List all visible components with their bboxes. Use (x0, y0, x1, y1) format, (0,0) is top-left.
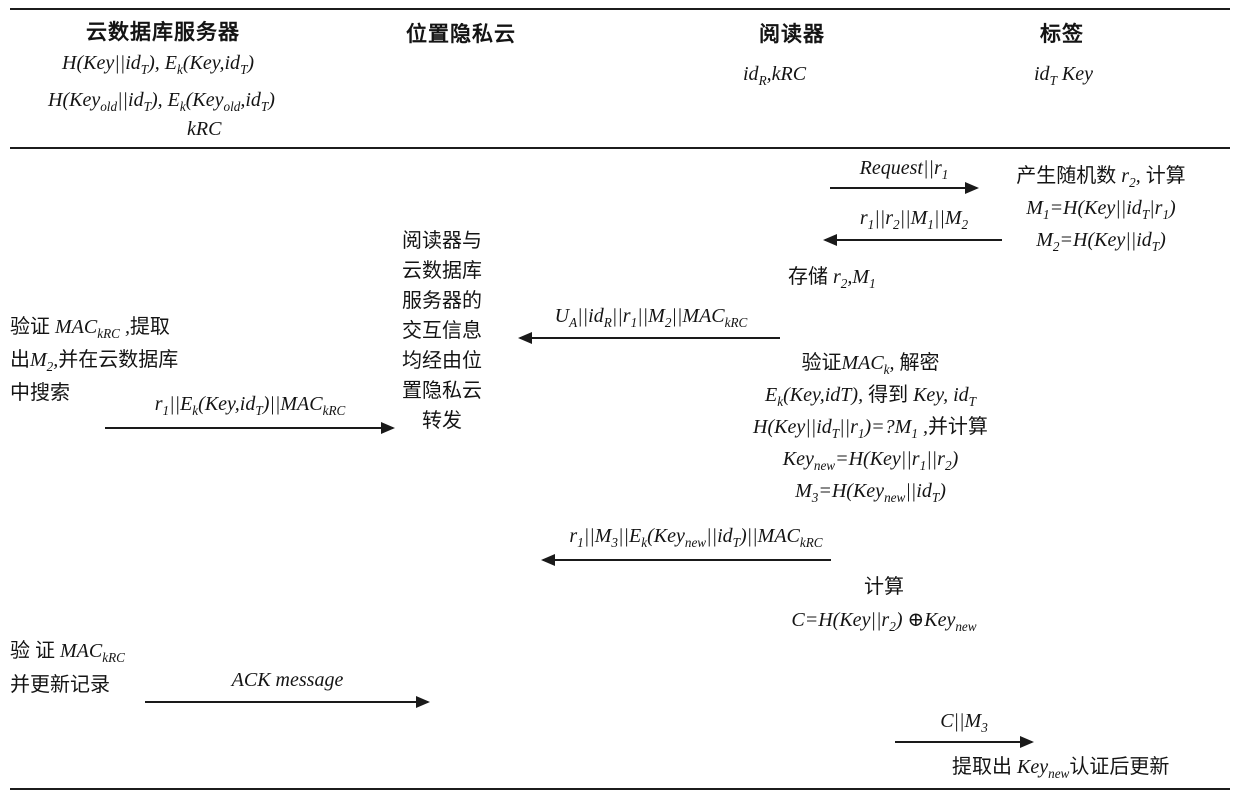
reader-knowledge: idR,kRC (743, 63, 807, 88)
server-verify2-line-2: 并更新记录 (10, 674, 110, 696)
server-knowledge-line-2: H(Keyold||idT), Ek(Keyold,idT) (48, 89, 275, 114)
message-label-request: Request||r1 (859, 157, 949, 182)
privacy-note-line-2: 云数据库 (402, 260, 482, 282)
tag-compute-line-3: M2=H(Key||idT) (1036, 229, 1166, 254)
message-label-ua-mac: UA||idR||r1||M2||MACkRC (554, 305, 748, 330)
reader-compute-line-1: 验证MACk, 解密 (801, 352, 940, 377)
message-label-m3-ek: r1||M3||Ek(Keynew||idT)||MACkRC (569, 525, 823, 550)
server-verify1-line-3: 中搜索 (10, 382, 70, 404)
arrow-ack (145, 696, 430, 708)
entity-privacy-cloud-title: 位置隐私云 (406, 23, 516, 46)
arrow-request (830, 182, 979, 194)
server-verify1-line-1: 验证 MACkRC ,提取 (10, 316, 170, 341)
entity-reader-title: 阅读器 (759, 23, 825, 46)
message-label-ek-key: r1||Ek(Key,idT)||MACkRC (154, 393, 346, 418)
arrow-ek-key (105, 422, 395, 434)
tag-compute-line-1: 产生随机数 r2, 计算 (1016, 165, 1186, 190)
reader-compute-line-5: M3=H(Keynew||idT) (795, 480, 946, 505)
tag-compute-line-2: M1=H(Key||idT|r1) (1026, 197, 1176, 222)
server-verify-block-1: 验证 MACkRC ,提取 出M2,并在云数据库 中搜索 (10, 311, 220, 410)
bottom-rule (10, 788, 1230, 790)
privacy-note-line-6: 置隐私云 (402, 380, 482, 402)
privacy-note-line-3: 服务器的 (402, 290, 482, 312)
reader-store-note: 存储 r2,M1 (788, 266, 876, 291)
arrow-r1r2m1m2 (823, 234, 1002, 246)
top-rule (10, 8, 1230, 10)
tag-knowledge: idT Key (1034, 63, 1093, 88)
arrow-c-m3 (895, 736, 1034, 748)
server-knowledge-line-3: kRC (187, 118, 222, 140)
tag-compute-block: 产生随机数 r2, 计算 M1=H(Key||idT|r1) M2=H(Key|… (972, 160, 1230, 256)
entity-cloud-db-server-title: 云数据库服务器 (86, 21, 240, 44)
reader-compute-line-3: H(Key||idT||r1)=?M1 ,并计算 (753, 416, 988, 441)
privacy-note-line-4: 交互信息 (402, 320, 482, 342)
message-label-ack: ACK message (231, 669, 344, 691)
reader-compute2-line-1: 计算 (864, 576, 904, 598)
message-label-c-m3: C||M3 (940, 710, 988, 735)
server-verify2-line-1: 验 证 MACkRC (10, 640, 125, 665)
reader-compute-block-2: 计算 C=H(Key||r2) ⊕Keynew (719, 571, 1049, 637)
server-verify1-line-2: 出M2,并在云数据库 (10, 349, 179, 374)
reader-compute2-line-2: C=H(Key||r2) ⊕Keynew (791, 609, 977, 634)
server-knowledge-line-1: H(Key||idT), Ek(Key,idT) (62, 52, 255, 77)
reader-compute-block: 验证MACk, 解密 Ek(Key,idT), 得到 Key, idT H(Ke… (648, 347, 1093, 507)
reader-compute-line-4: Keynew=H(Key||r1||r2) (782, 448, 959, 473)
arrow-ua-mac (518, 332, 780, 344)
privacy-note-line-1: 阅读器与 (402, 230, 482, 252)
message-label-r1r2m1m2: r1||r2||M1||M2 (859, 207, 969, 232)
header-rule (10, 147, 1230, 149)
privacy-note-line-5: 均经由位 (402, 350, 482, 372)
entity-tag-title: 标签 (1040, 23, 1084, 46)
privacy-note-line-7: 转发 (422, 410, 462, 432)
tag-final-note: 提取出 Keynew认证后更新 (952, 756, 1170, 781)
server-verify-block-2: 验 证 MACkRC 并更新记录 (10, 634, 220, 702)
privacy-cloud-note: 阅读器与 云数据库 服务器的 交互信息 均经由位 置隐私云 转发 (398, 226, 486, 436)
reader-compute-line-2: Ek(Key,idT), 得到 Key, idT (765, 384, 976, 409)
arrow-m3-ek (541, 554, 831, 566)
